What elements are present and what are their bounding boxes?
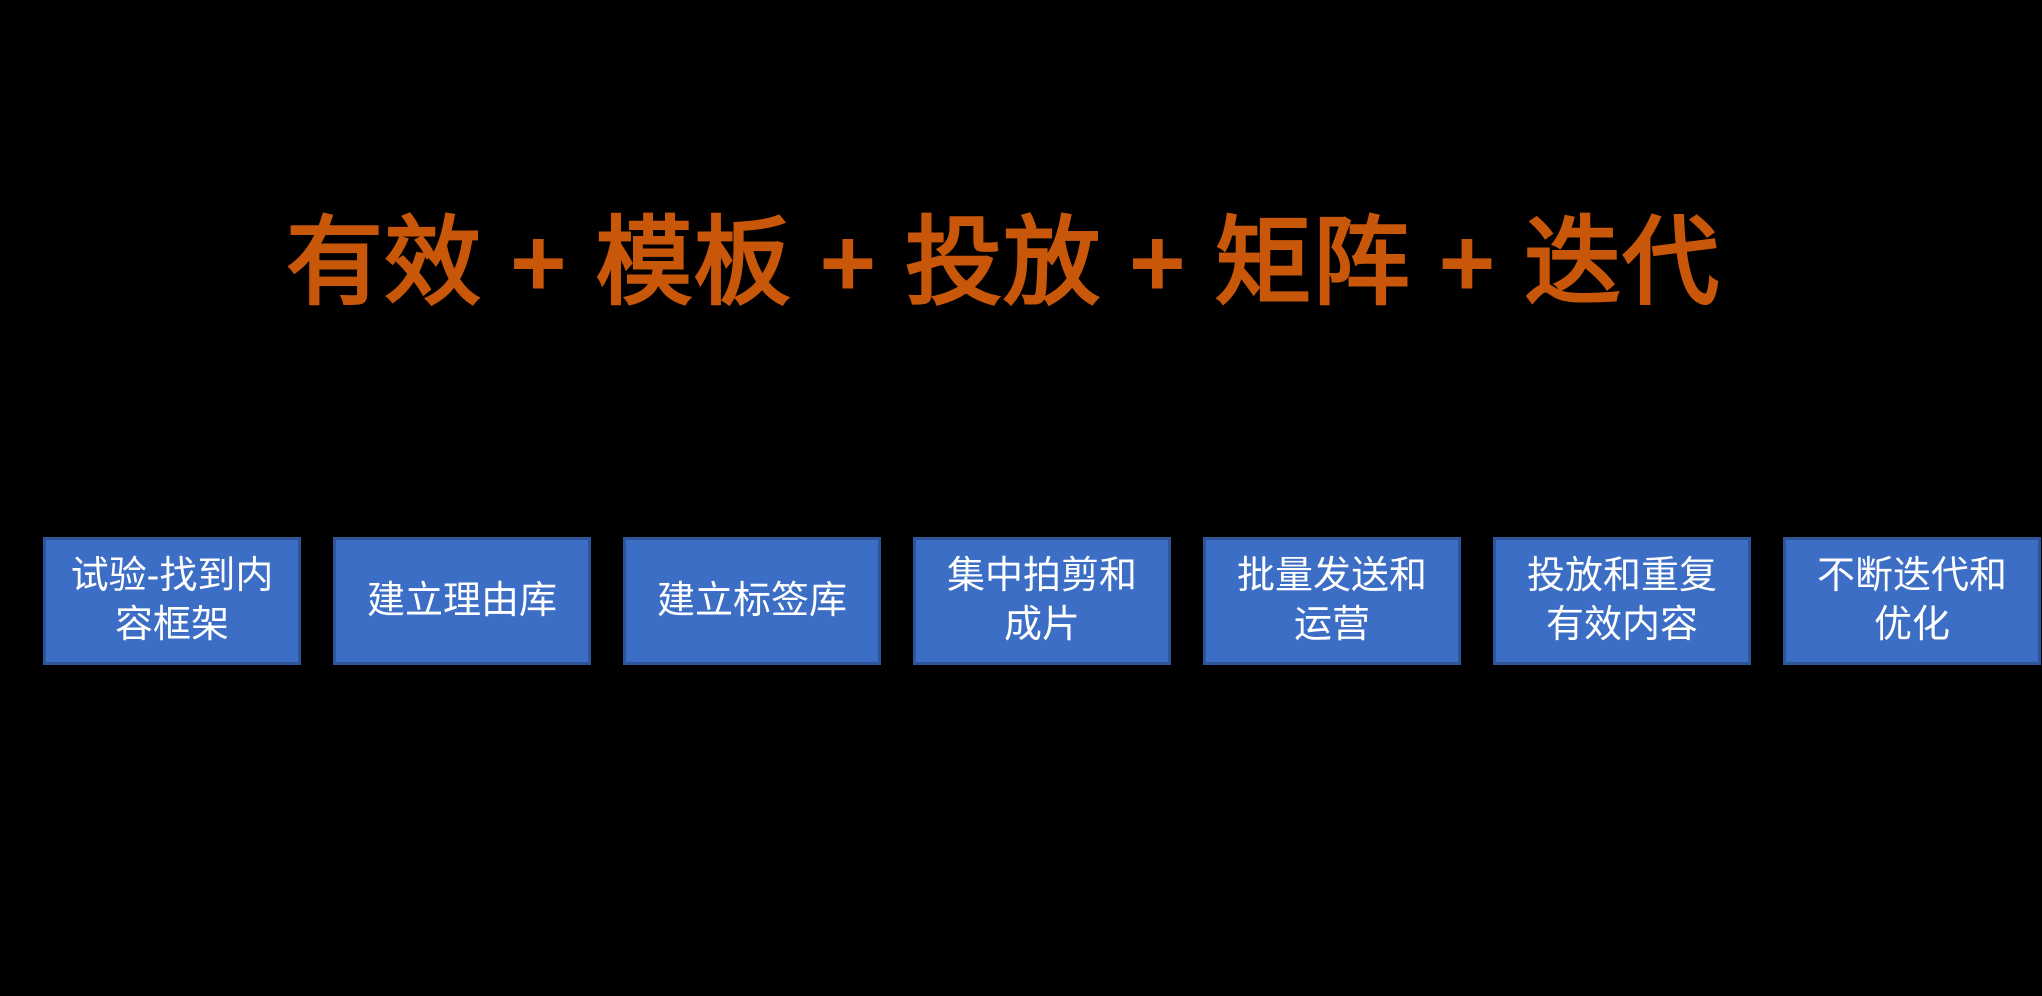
step-box-1: 试验-找到内容框架	[43, 537, 301, 665]
step-label: 试验-找到内容框架	[70, 555, 274, 646]
step-box-3: 建立标签库	[623, 537, 881, 665]
steps-row: 试验-找到内容框架 建立理由库 建立标签库 集中拍剪和成片 批量发送和运营 投放和重复有效…	[43, 537, 2041, 665]
step-box-2: 建立理由库	[333, 537, 591, 665]
step-box-7: 不断迭代和优化	[1783, 537, 2041, 665]
step-box-5: 批量发送和运营	[1203, 537, 1461, 665]
step-label: 集中拍剪和成片	[946, 555, 1137, 646]
step-box-4: 集中拍剪和成片	[913, 537, 1171, 665]
step-box-6: 投放和重复有效内容	[1493, 537, 1751, 665]
step-label: 不断迭代和优化	[1816, 555, 2007, 646]
step-label: 建立理由库	[366, 579, 557, 622]
slide-title: 有效 + 模板 + 投放 + 矩阵 + 迭代	[286, 208, 1721, 317]
step-label: 投放和重复有效内容	[1526, 555, 1717, 646]
step-label: 建立标签库	[656, 579, 847, 622]
step-label: 批量发送和运营	[1236, 555, 1427, 646]
